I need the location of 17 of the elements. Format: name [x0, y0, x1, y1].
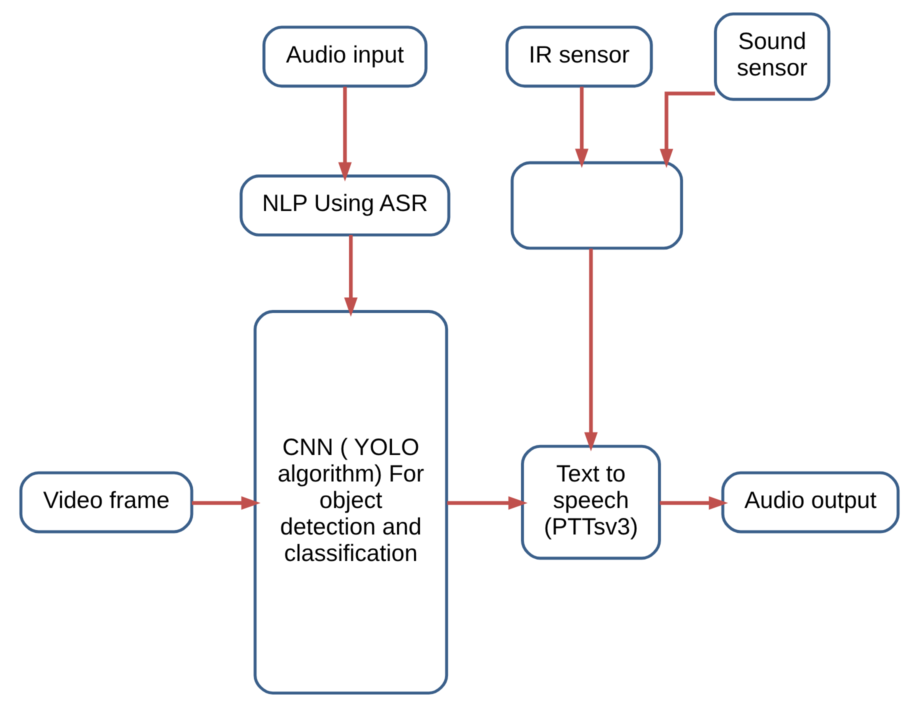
arrow — [338, 86, 352, 182]
node-box: NLP Using ASR — [239, 174, 450, 236]
arrow — [584, 248, 598, 452]
node-box — [510, 161, 683, 250]
arrow — [344, 235, 358, 317]
node-box: Audio input — [262, 26, 427, 88]
arrow — [659, 92, 714, 168]
node-box: IR sensor — [505, 26, 652, 88]
node-box: Text to speech (PTTsv3) — [520, 444, 660, 560]
arrow — [574, 86, 588, 168]
node-box: Sound sensor — [713, 12, 830, 101]
arrow — [446, 496, 528, 510]
node-box: Audio output — [720, 471, 900, 534]
node-box: CNN ( YOLO algorithm) For object detection and classification — [253, 310, 448, 695]
node-box: Video frame — [18, 471, 193, 534]
arrow — [659, 496, 728, 510]
arrow — [191, 496, 260, 510]
